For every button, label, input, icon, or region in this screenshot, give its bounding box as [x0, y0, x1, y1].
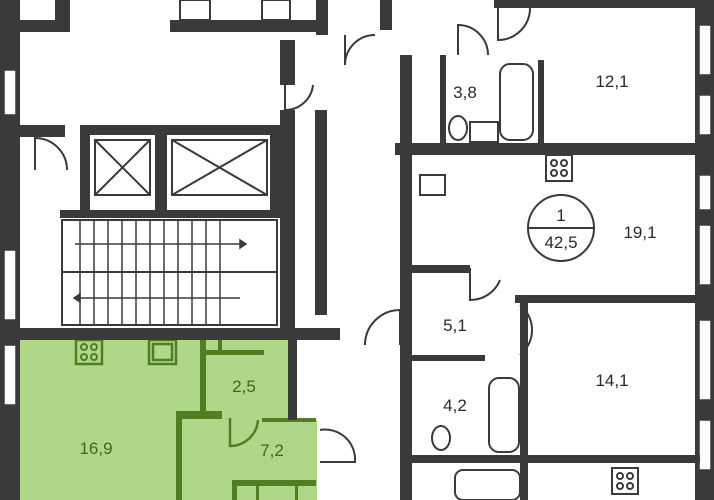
stove-burners-icon: [80, 343, 98, 361]
room-area-label: 4,2: [443, 396, 467, 415]
room-area-label: 14,1: [595, 371, 628, 390]
selected-room-area-label: 7,2: [260, 441, 284, 460]
room-area-label: 3,8: [453, 83, 477, 102]
selected-room-area-label: 2,5: [232, 377, 256, 396]
stove-icon: [545, 154, 634, 490]
selected-apartment[interactable]: [20, 338, 317, 500]
room-area-label: 19,1: [623, 223, 656, 242]
room-area-label: 5,1: [443, 316, 467, 335]
total-area: 42,5: [544, 233, 577, 252]
selected-room-area-label: 16,9: [79, 439, 112, 458]
room-area-label: 12,1: [595, 72, 628, 91]
room-count: 1: [556, 206, 565, 225]
staircase: [61, 219, 278, 326]
apartment-badge[interactable]: 1 42,5: [527, 194, 595, 262]
